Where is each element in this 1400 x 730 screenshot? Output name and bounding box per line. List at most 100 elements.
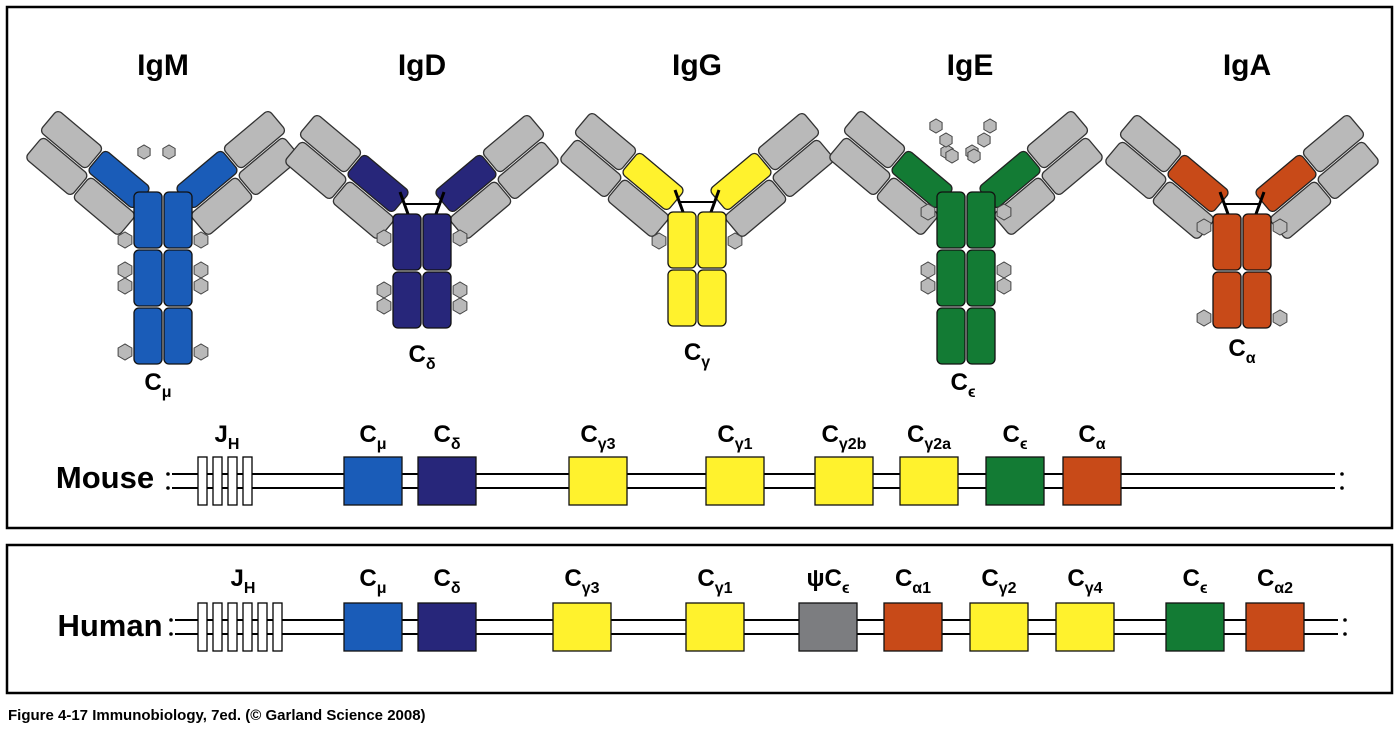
gene-segment-box	[1245, 602, 1305, 652]
heavy-chain-domain	[392, 271, 422, 329]
carbohydrate-hexagon	[945, 148, 959, 164]
carbohydrate-hexagon	[920, 203, 936, 221]
carbohydrate-hexagon	[193, 261, 209, 279]
gene-segment-label: Cμ	[359, 565, 386, 597]
jh-segment	[227, 456, 238, 506]
carbohydrate-hexagon	[376, 229, 392, 247]
antibody-name: IgM	[137, 49, 189, 82]
carbohydrate-hexagon	[193, 231, 209, 249]
jh-segments	[197, 456, 253, 506]
carbohydrate-hexagon	[162, 144, 176, 160]
carbohydrate-hexagon	[376, 297, 392, 315]
carbohydrate-hexagon	[193, 343, 209, 361]
carbohydrate-hexagon	[929, 118, 943, 134]
gene-segment-label: ψCϵ	[806, 565, 849, 597]
carbohydrate-hexagon	[996, 277, 1012, 295]
jh-segment	[212, 602, 223, 652]
gene-segment-label: Cα1	[895, 565, 931, 597]
igm-structure	[26, 110, 300, 365]
heavy-chain-domain	[422, 271, 452, 329]
gene-segment-box	[1165, 602, 1225, 652]
igd-structure	[285, 114, 559, 329]
gene-segment-box	[685, 602, 745, 652]
heavy-chain-domain	[966, 191, 996, 249]
species-label: Human	[57, 608, 162, 643]
gene-segment-label: Cμ	[359, 421, 386, 453]
antibody-ige: IgE Cϵ	[829, 49, 1103, 401]
gene-segment-label: Cγ3	[564, 565, 599, 597]
antibody-name: IgG	[672, 49, 722, 82]
jh-segment	[272, 602, 283, 652]
carbohydrate-hexagon	[117, 231, 133, 249]
jh-segments	[197, 602, 283, 652]
gene-segment-box	[552, 602, 612, 652]
heavy-chain-domain	[163, 249, 193, 307]
jh-segment	[197, 456, 208, 506]
carbohydrate-hexagon	[1272, 309, 1288, 327]
jh-segment	[197, 602, 208, 652]
jh-segment	[227, 602, 238, 652]
left-fab-arm	[560, 112, 684, 237]
antibody-name: IgA	[1223, 49, 1271, 82]
right-fab-arm	[710, 112, 834, 237]
heavy-chain-domain	[697, 269, 727, 327]
heavy-chain-domain	[133, 307, 163, 365]
carbohydrate-hexagon	[651, 232, 667, 250]
heavy-chain-domain	[966, 249, 996, 307]
antibody-iga: IgA Cα	[1105, 49, 1379, 367]
antibody-igm: IgM Cμ	[26, 49, 300, 401]
heavy-chain-domain	[936, 191, 966, 249]
carbohydrate-hexagon	[996, 203, 1012, 221]
heavy-chain-domain	[936, 307, 966, 365]
constant-region-label: Cα	[1228, 335, 1255, 367]
gene-segment-label: Cγ3	[580, 421, 615, 453]
jh-label: JH	[215, 421, 240, 453]
gene-segment-box	[985, 456, 1045, 506]
gene-segment-label: Cγ2b	[822, 421, 867, 453]
jh-segment	[212, 456, 223, 506]
gene-segment-label: Cϵ	[1183, 565, 1208, 597]
gene-segment-box	[899, 456, 959, 506]
carbohydrate-hexagon	[117, 261, 133, 279]
gene-segment-box	[343, 456, 403, 506]
right-fab-arm	[435, 114, 559, 239]
iga-structure	[1105, 114, 1379, 329]
jh-segment	[257, 602, 268, 652]
carbohydrate-hexagon	[983, 118, 997, 134]
jh-segment	[242, 456, 253, 506]
gene-segment-box	[814, 456, 874, 506]
antibody-row: IgM Cμ IgD Cδ IgG Cγ IgE Cϵ IgA Cα	[26, 49, 1379, 401]
heavy-chain-domain	[392, 213, 422, 271]
carbohydrate-hexagon	[117, 343, 133, 361]
heavy-chain-domain	[133, 191, 163, 249]
antibody-igg: IgG Cγ	[560, 49, 834, 371]
gene-segment-box	[568, 456, 628, 506]
heavy-chain-domain	[163, 307, 193, 365]
jh-label: JH	[231, 565, 256, 597]
carbohydrate-hexagon	[1272, 218, 1288, 236]
ige-structure	[829, 110, 1103, 365]
heavy-chain-domain	[1212, 271, 1242, 329]
igg-structure	[560, 112, 834, 327]
gene-segment-box	[1062, 456, 1122, 506]
heavy-chain-domain	[1242, 271, 1272, 329]
right-fab-arm	[979, 110, 1103, 235]
gene-segment-label: Cα	[1078, 421, 1105, 453]
gene-segment-label: Cα2	[1257, 565, 1293, 597]
carbohydrate-hexagon	[376, 281, 392, 299]
carbohydrate-hexagon	[977, 132, 991, 148]
heavy-chain-domain	[1242, 213, 1272, 271]
gene-segment-label: Cγ1	[697, 565, 732, 597]
gene-segment-label: Cγ4	[1067, 565, 1102, 597]
carbohydrate-hexagon	[452, 229, 468, 247]
carbohydrate-hexagon	[920, 277, 936, 295]
right-fab-arm	[176, 110, 300, 235]
gene-segment-box	[798, 602, 858, 652]
gene-segment-label: Cϵ	[1003, 421, 1028, 453]
constant-region-label: Cγ	[684, 339, 710, 371]
heavy-chain-domain	[936, 249, 966, 307]
carbohydrate-hexagon	[727, 232, 743, 250]
